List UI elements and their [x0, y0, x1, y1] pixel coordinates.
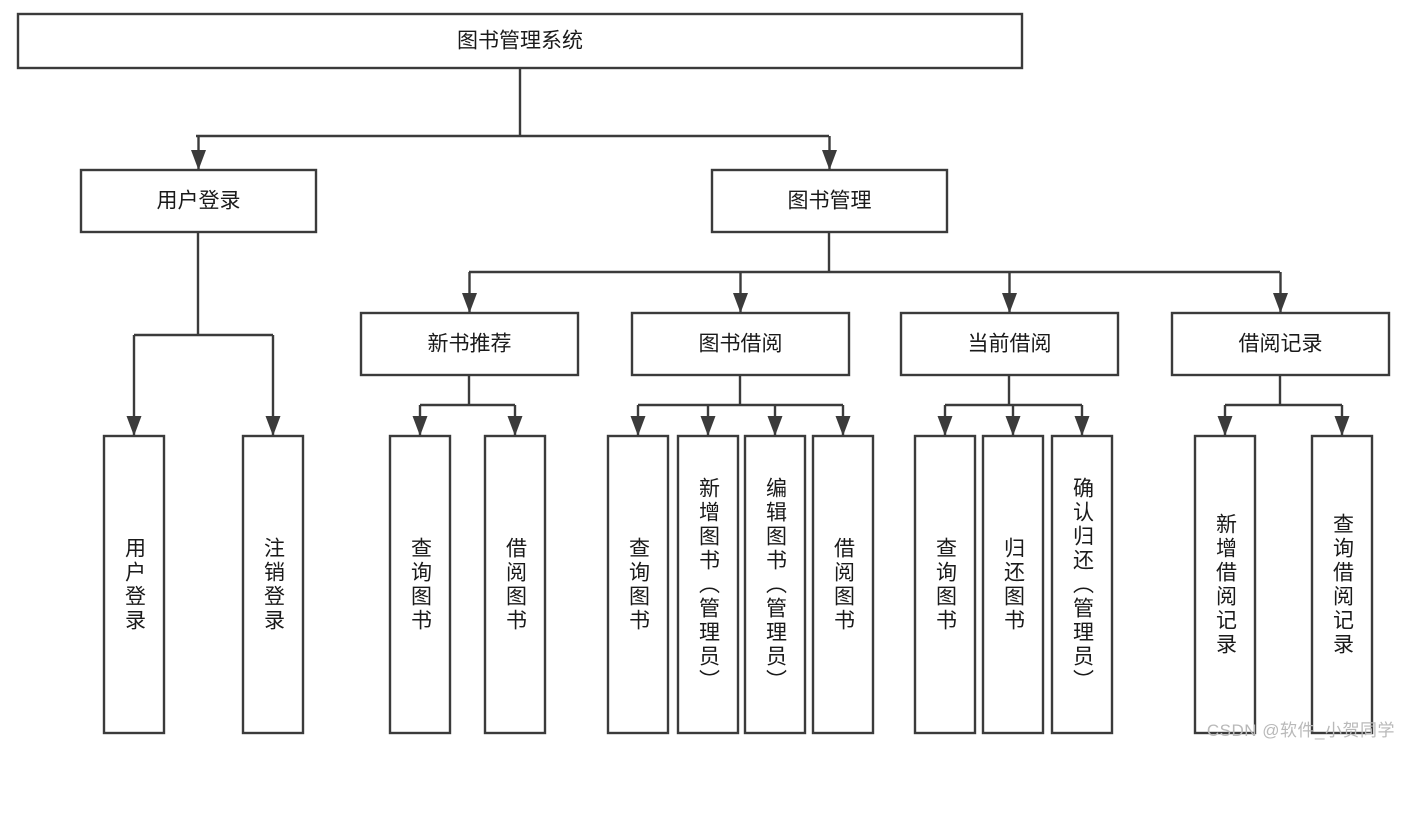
arrowhead-current_1 [937, 416, 953, 436]
node-box-borrow_3 [743, 434, 807, 735]
arrowhead-borrow [733, 293, 748, 313]
node-box-borrow_2 [676, 434, 740, 735]
arrowhead-current [1002, 293, 1017, 313]
arrowhead-borrow_1 [630, 416, 646, 436]
arrowhead-newbook [462, 293, 477, 313]
arrowhead-bookmgmt [822, 150, 837, 170]
arrowhead-current_3 [1074, 416, 1090, 436]
node-box-newbook_2 [483, 434, 547, 735]
node-box-layer [16, 12, 1391, 735]
node-box-newbook_1 [388, 434, 452, 735]
node-box-login_1 [102, 434, 166, 735]
node-label-login: 用户登录 [157, 190, 241, 213]
node-label-current: 当前借阅 [968, 333, 1052, 356]
node-box-current [899, 311, 1120, 377]
node-box-root [16, 12, 1024, 70]
functional-structure-diagram: 图书管理系统用户登录图书管理新书推荐图书借阅当前借阅借阅记录 用户登录注销登录查… [16, 12, 1395, 740]
node-label-bookmgmt: 图书管理 [788, 190, 872, 213]
arrowhead-borrow_2 [700, 416, 716, 436]
arrowhead-record [1273, 293, 1288, 313]
connector-layer [126, 68, 1350, 436]
arrowhead-borrow_3 [767, 416, 783, 436]
node-box-record_2 [1310, 434, 1374, 735]
arrowhead-record_2 [1334, 416, 1350, 436]
node-box-borrow [630, 311, 851, 377]
arrowhead-newbook_2 [507, 416, 523, 436]
node-box-borrow_1 [606, 434, 670, 735]
node-box-current_3 [1050, 434, 1114, 735]
arrowhead-login_1 [126, 416, 142, 436]
arrowhead-newbook_1 [412, 416, 428, 436]
arrowhead-borrow_4 [835, 416, 851, 436]
node-box-borrow_4 [811, 434, 875, 735]
node-label-newbook: 新书推荐 [428, 333, 512, 356]
csdn-watermark: CSDN @软件_小贺同学 [1206, 721, 1395, 740]
arrowhead-login_2 [265, 416, 281, 436]
node-box-current_2 [981, 434, 1045, 735]
node-box-bookmgmt [710, 168, 949, 234]
node-box-newbook [359, 311, 580, 377]
node-box-record [1170, 311, 1391, 377]
arrowhead-record_1 [1217, 416, 1233, 436]
node-box-current_1 [913, 434, 977, 735]
node-box-login [79, 168, 318, 234]
arrowhead-login [191, 150, 206, 170]
arrowhead-current_2 [1005, 416, 1021, 436]
node-label-borrow: 图书借阅 [699, 333, 783, 356]
node-box-record_1 [1193, 434, 1257, 735]
node-label-root: 图书管理系统 [457, 30, 583, 53]
node-box-login_2 [241, 434, 305, 735]
node-label-record: 借阅记录 [1239, 333, 1323, 356]
